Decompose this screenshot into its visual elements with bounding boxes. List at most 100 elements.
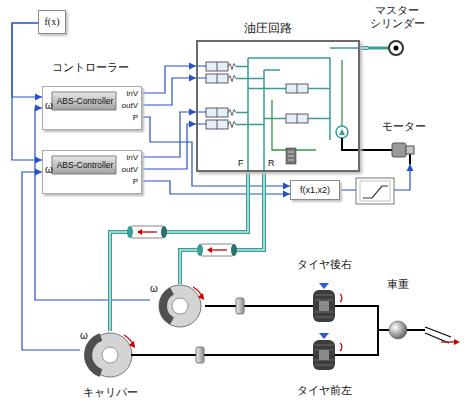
- shaft-line: [358, 306, 382, 330]
- motor-symbol: [406, 146, 414, 154]
- shaft-line: [358, 330, 382, 355]
- tire: タイヤ後右: [290, 258, 358, 324]
- brake-caliper-art: [88, 337, 101, 373]
- port-label: inV: [126, 89, 138, 98]
- arrow-head: [189, 109, 196, 116]
- brake-caliper-art: [163, 291, 172, 321]
- arrow-head: [35, 94, 42, 101]
- pump-symbol: [286, 148, 296, 164]
- brake-caliper-art: [131, 354, 140, 356]
- port-label: P: [133, 177, 138, 186]
- mass-symbol: [454, 339, 460, 345]
- part-label: タイヤ前左: [290, 384, 358, 397]
- shaft-line: [205, 306, 290, 307]
- port-label: outV: [122, 165, 138, 174]
- return-line: [272, 60, 342, 150]
- block-label: ABS-Controller: [53, 97, 117, 107]
- brake-caliper-art: [102, 347, 118, 363]
- hydraulic-line: [248, 48, 360, 172]
- hydraulic-pipe: [207, 247, 212, 253]
- arrow-head: [283, 183, 290, 190]
- arrow-head: [283, 191, 290, 198]
- port-label: inV: [126, 153, 138, 162]
- arrow-head: [35, 157, 42, 164]
- arrow-head: [189, 121, 196, 128]
- signal-line: [142, 66, 196, 93]
- block-label: f(x): [39, 16, 65, 28]
- brake-caliper-art: [88, 285, 204, 377]
- pump-symbol: [339, 129, 345, 135]
- shaft-disc: [196, 347, 204, 363]
- tire-symbol: [319, 333, 329, 339]
- master-cylinder-symbol: [368, 47, 389, 50]
- port-label: ω: [45, 100, 53, 112]
- port-label: outV: [122, 101, 138, 110]
- shaft-disc: [236, 298, 244, 314]
- shaft-line: [360, 149, 378, 151]
- hydraulic-line: [360, 48, 368, 49]
- arrow-head: [189, 63, 196, 70]
- block-label: ABS-Controller: [53, 161, 117, 171]
- shaft-line: [205, 305, 290, 307]
- hydraulic-pipe: [211, 249, 227, 250]
- signal-line: [35, 108, 150, 300]
- mass-symbol: [389, 321, 407, 339]
- master-cylinder-symbol: [389, 41, 403, 55]
- function-block: f(x1,x2): [290, 180, 340, 200]
- brake-caliper-art: [159, 285, 201, 327]
- tire-symbol: [313, 340, 335, 370]
- tire: タイヤ前左: [290, 336, 358, 400]
- signal-line: [142, 78, 196, 105]
- hydraulic-pipe: [200, 244, 234, 256]
- mass-symbol: [382, 329, 389, 331]
- brake-caliper-art: [172, 298, 188, 314]
- part-label: 車重: [382, 278, 414, 291]
- group-label: コントローラー: [52, 61, 129, 74]
- signal-line: [35, 105, 150, 301]
- hydraulic-circuit: 油圧回路FR: [196, 40, 360, 172]
- part-label: タイヤ後右: [290, 258, 358, 271]
- part-label: キャリパー: [80, 386, 140, 399]
- part-label: マスター シリンダー: [368, 4, 426, 30]
- abs-controller: ABS-ControllerωinVoutVP: [42, 86, 142, 130]
- hydraulic-pipe: [127, 226, 237, 256]
- tire-symbol: [319, 283, 329, 289]
- signal-line: [142, 75, 196, 106]
- rate-limiter: [356, 178, 394, 204]
- signal-line: [142, 181, 290, 194]
- arrow-head: [35, 169, 42, 176]
- controller-core: [52, 92, 116, 174]
- signal-line: [142, 117, 290, 186]
- shaft-line: [140, 354, 290, 356]
- tire-symbol: [319, 350, 329, 360]
- tire-symbol: [290, 283, 358, 370]
- port-label: R: [268, 158, 275, 168]
- signal-line: [12, 23, 42, 164]
- signal-line: [12, 23, 42, 101]
- arrow-head: [189, 75, 196, 82]
- function-block: f(x): [38, 10, 66, 34]
- hydraulic-line: [180, 172, 264, 284]
- hydraulic-pipe: [127, 226, 133, 238]
- hydraulic-line: [248, 89, 330, 119]
- arrow-head: [407, 164, 414, 171]
- rate-limiter: [363, 186, 388, 198]
- tire-symbol: [313, 290, 335, 322]
- brake-caliper-art: [198, 293, 204, 300]
- signal-line: [12, 23, 42, 97]
- master-cylinder: マスター シリンダー: [368, 4, 426, 60]
- hydraulic-line: [180, 172, 264, 284]
- controller-core: [52, 156, 116, 174]
- hydraulic-line: [180, 172, 264, 284]
- shaft-line: [140, 355, 290, 356]
- mass-symbol: [407, 329, 425, 331]
- hydraulic-pipe: [137, 229, 142, 235]
- valve-symbol: [206, 62, 308, 129]
- signal-line: [22, 169, 80, 351]
- port-label: F: [238, 158, 244, 168]
- motor-symbol: [378, 143, 414, 164]
- hydraulic-line: [360, 47, 368, 49]
- part-label: モーター: [378, 120, 430, 133]
